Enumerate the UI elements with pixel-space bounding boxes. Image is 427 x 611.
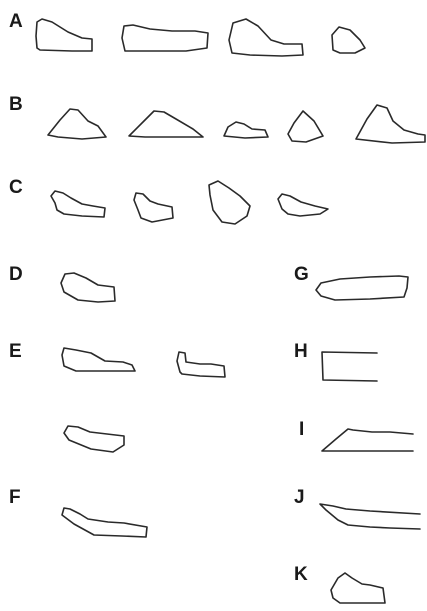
shape-e-3 — [64, 426, 124, 452]
shape-b-5 — [356, 105, 425, 143]
shape-k — [331, 573, 385, 603]
shape-c-3 — [209, 181, 250, 224]
shape-b-1 — [48, 109, 106, 139]
shape-a-1 — [36, 19, 92, 51]
shape-h — [322, 352, 377, 381]
shape-a-3 — [229, 19, 303, 56]
shape-e-1 — [62, 348, 135, 371]
shape-a-2 — [122, 25, 208, 51]
shape-b-3 — [224, 122, 268, 138]
shape-i — [322, 429, 413, 451]
shape-g — [316, 276, 408, 300]
shape-c-4 — [278, 194, 328, 216]
shape-c-1 — [51, 191, 105, 217]
shape-j — [320, 504, 420, 529]
shape-d — [61, 273, 115, 302]
shape-e-2 — [177, 352, 225, 377]
shape-b-4 — [288, 111, 323, 142]
shape-f — [62, 508, 147, 537]
shape-a-4 — [332, 27, 365, 53]
shape-b-2 — [129, 111, 203, 137]
shape-c-2 — [134, 193, 173, 222]
